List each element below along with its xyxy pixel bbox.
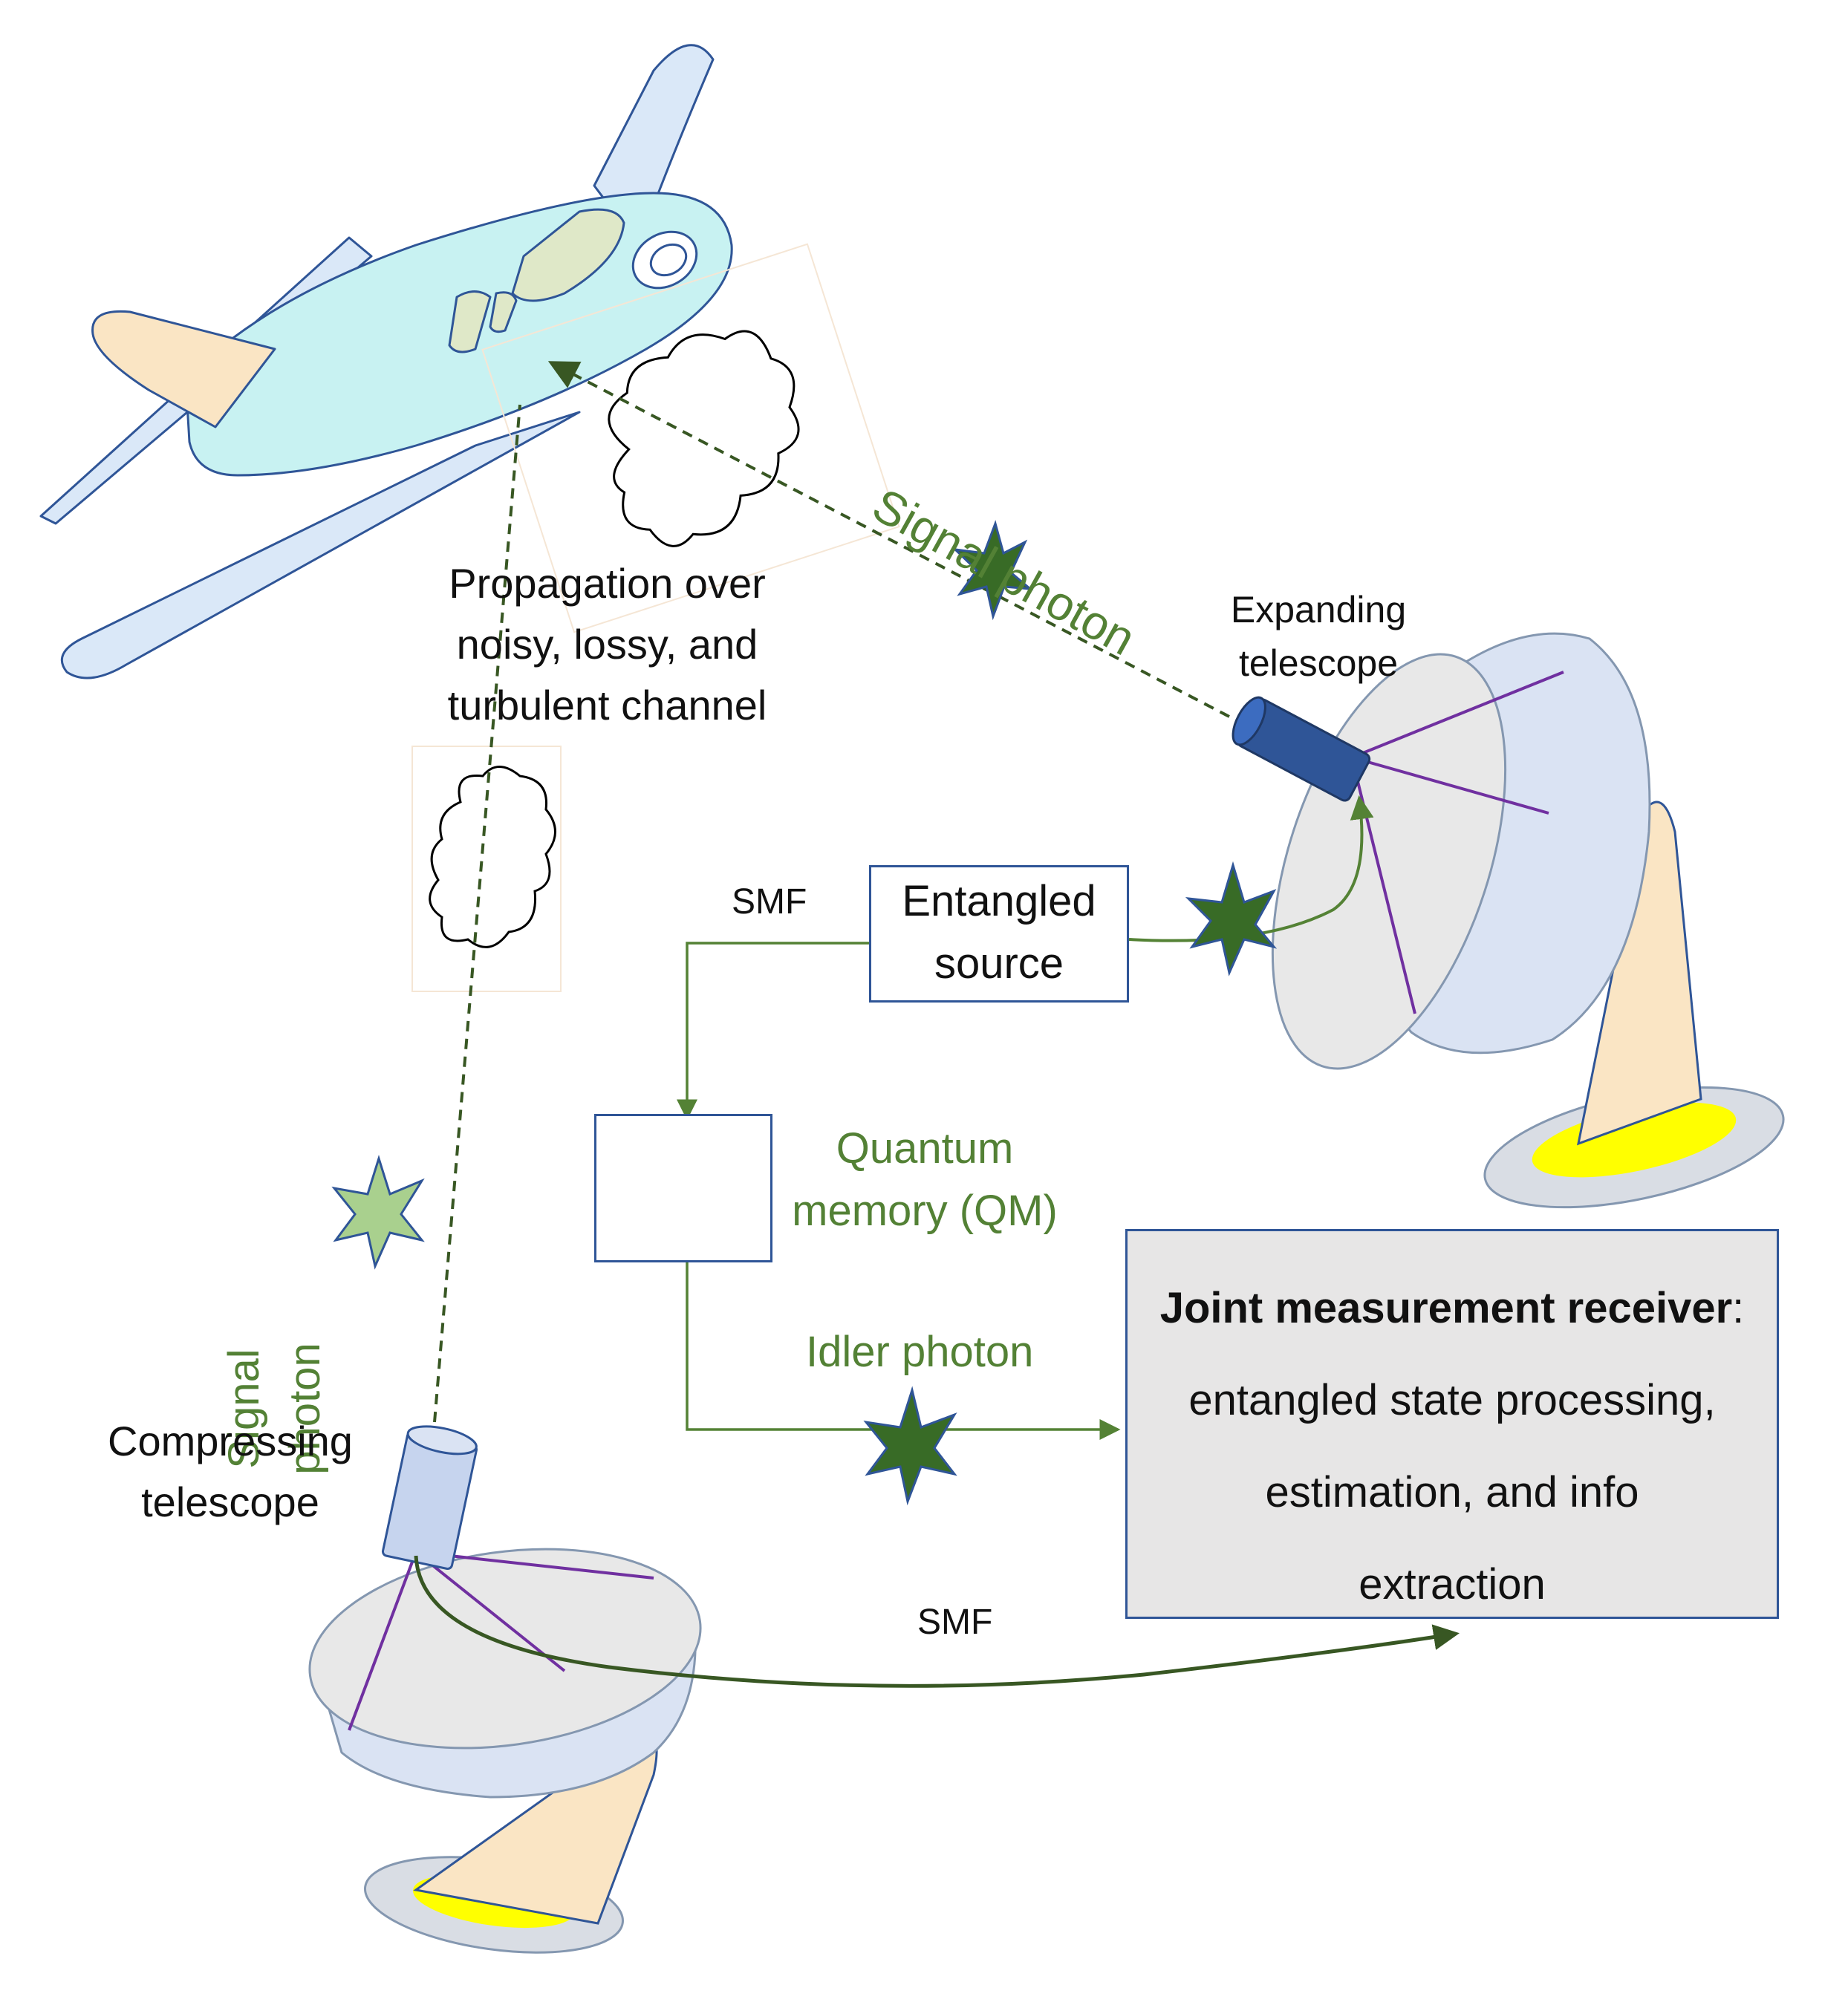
smf-label-top: SMF [732, 882, 807, 922]
entangled-source-box [869, 865, 1129, 1003]
dish-antenna-icon [308, 1548, 702, 1954]
photon-starburst-icon [331, 1154, 425, 1270]
telescope-icon [1232, 696, 1371, 802]
compressing-telescope-label: Compressing telescope [85, 1411, 375, 1533]
fiber-smf-top [677, 942, 869, 1121]
receiver-line-1: entangled state processing, [1188, 1376, 1716, 1424]
signal-path-vertical [433, 404, 521, 1423]
receiver-text: Joint measurement receiver: entangled st… [1125, 1262, 1779, 1631]
photon-starburst-icon [951, 520, 1034, 621]
fiber-smf-bottom [414, 1555, 1460, 1688]
dish-antenna-icon [1271, 632, 1785, 1209]
expanding-telescope-line-1: Expanding [1230, 589, 1407, 630]
photon-starburst-icon [1185, 861, 1278, 977]
signal-path-upper [547, 361, 1230, 718]
receiver-title-line: Joint measurement receiver: [1125, 1262, 1779, 1355]
fiber-idler [686, 1262, 1121, 1440]
propagation-line-1: Propagation over [449, 560, 766, 607]
airplane-icon [39, 44, 733, 679]
entangled-source-line-1: Entangled [902, 877, 1096, 925]
expanding-telescope-line-2: telescope [1238, 642, 1399, 684]
entangled-source-line-2: source [934, 939, 1064, 988]
quantum-memory-line-2: memory (QM) [792, 1187, 1058, 1235]
quantum-memory-box [594, 1114, 772, 1262]
entangled-source-label: Entangled source [869, 870, 1129, 995]
receiver-title: Joint measurement receiver [1159, 1284, 1733, 1332]
quantum-memory-label: Quantum memory (QM) [769, 1118, 1081, 1242]
joint-measurement-receiver-box [1125, 1229, 1779, 1619]
compressing-telescope-line-1: Compressing [108, 1418, 353, 1464]
quantum-memory-line-1: Quantum [836, 1124, 1014, 1173]
propagation-line-3: turbulent channel [447, 682, 767, 728]
propagation-line-2: noisy, lossy, and [456, 621, 758, 668]
cloud-icon [411, 746, 562, 992]
compressing-telescope-line-2: telescope [141, 1479, 319, 1525]
cloud-icon [481, 243, 900, 633]
receiver-title-colon: : [1732, 1284, 1745, 1332]
telescope-icon [381, 1425, 478, 1571]
photon-starburst-icon [863, 1386, 957, 1506]
idler-photon-label: Idler photon [806, 1328, 1034, 1376]
smf-label-bottom: SMF [917, 1603, 993, 1642]
propagation-label: Propagation over noisy, lossy, and turbu… [405, 553, 810, 736]
receiver-line-3: extraction [1359, 1560, 1546, 1608]
expanding-telescope-label: Expanding telescope [1203, 583, 1434, 690]
receiver-line-2: estimation, and info [1265, 1468, 1639, 1516]
